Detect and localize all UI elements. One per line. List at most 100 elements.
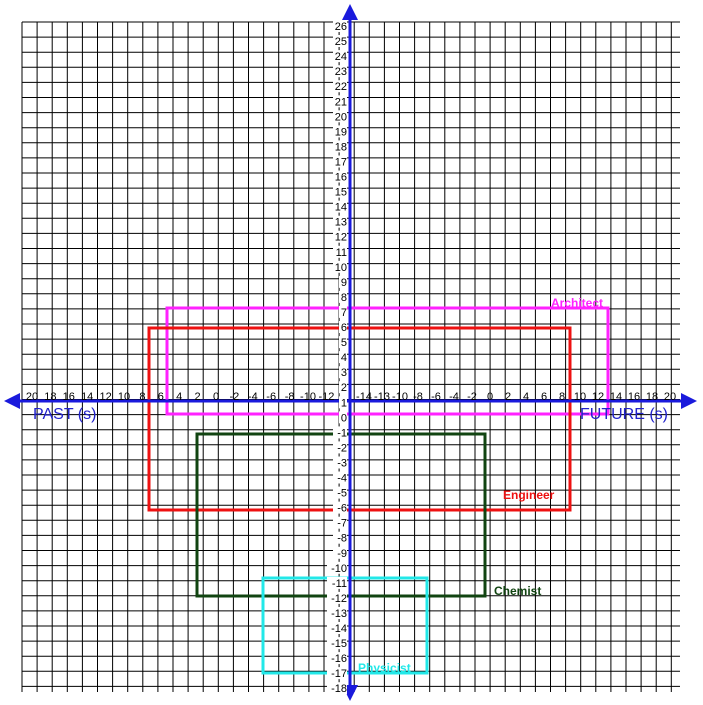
y-tick-label-bg: [333, 155, 347, 168]
x-tick-label: 8: [139, 391, 145, 403]
y-tick-label-bg: [339, 396, 347, 409]
y-tick-label: 14: [335, 202, 347, 214]
x-tick-label: -8: [413, 391, 423, 403]
y-tick-label-bg: [339, 411, 347, 424]
y-tick-label-bg: [327, 637, 347, 650]
y-tick-label: 5: [341, 337, 347, 349]
y-tick-label: 18: [335, 141, 347, 153]
y-tick-label-bg: [333, 200, 347, 213]
x-axis-right-arrow: [681, 393, 697, 409]
x-tick-label: -8: [285, 391, 295, 403]
y-tick-label: 9: [341, 277, 347, 289]
y-tick-label: -11: [332, 578, 347, 590]
y-tick-label-bg: [333, 501, 347, 514]
y-tick-label: -4: [337, 473, 347, 485]
y-tick-label-bg: [339, 351, 347, 364]
y-tick-label: 24: [335, 51, 347, 63]
x-tick-label: -13: [374, 391, 390, 403]
y-tick-label-bg: [339, 275, 347, 288]
y-tick-label: -13: [331, 608, 347, 620]
engineer-region: [147, 326, 572, 512]
x-tick-label: -4: [248, 391, 258, 403]
y-tick-label: 25: [335, 36, 347, 48]
x-tick-label: 0: [487, 391, 493, 403]
y-tick-label: -15: [331, 638, 347, 650]
y-tick-label: -16: [331, 653, 347, 665]
y-tick-label-bg: [339, 381, 347, 394]
x-tick-label: -4: [449, 391, 459, 403]
x-tick-label: 12: [99, 391, 111, 403]
y-tick-label-bg: [333, 20, 347, 32]
y-tick-label: 15: [335, 187, 347, 199]
y-tick-label: -2: [337, 442, 347, 454]
y-tick-label: 22: [335, 81, 347, 93]
y-tick-label: 3: [341, 367, 347, 379]
y-tick-label-bg: [339, 336, 347, 349]
y-tick-label: -5: [337, 488, 347, 500]
x-tick-label: 4: [176, 391, 182, 403]
x-tick-label: 14: [610, 391, 622, 403]
y-tick-label-bg: [333, 546, 347, 559]
y-tick-label: 26: [335, 21, 347, 33]
y-tick-label-bg: [327, 576, 347, 589]
y-tick-label-bg: [339, 305, 347, 318]
y-tick-label: 19: [335, 126, 347, 138]
x-tick-label: 10: [574, 391, 586, 403]
x-tick-label: 6: [541, 391, 547, 403]
y-tick-label-bg: [339, 290, 347, 303]
x-tick-label: 16: [63, 391, 75, 403]
y-tick-label: -1: [337, 427, 347, 439]
y-tick-label: 6: [341, 322, 347, 334]
x-tick-label: 12: [592, 391, 604, 403]
x-tick-label: 0: [213, 391, 219, 403]
x-tick-label: -6: [431, 391, 441, 403]
x-tick-label: -12: [318, 391, 334, 403]
x-tick-label: -14: [356, 391, 372, 403]
y-tick-label-bg: [333, 531, 347, 544]
y-tick-label: 0: [341, 412, 347, 424]
y-tick-label-bg: [333, 50, 347, 63]
engineer-label: Engineer: [503, 488, 555, 502]
x-tick-label: 2: [505, 391, 511, 403]
y-tick-label-bg: [333, 230, 347, 243]
y-tick-label-bg: [333, 125, 347, 138]
y-tick-label: 1: [341, 397, 347, 409]
y-tick-label-bg: [333, 486, 347, 499]
x-tick-label: 10: [118, 391, 130, 403]
y-tick-label: 12: [335, 232, 347, 244]
y-tick-label: -10: [331, 563, 347, 575]
y-axis-tick-labels: 2625242322212019181716151413121110987654…: [327, 20, 347, 695]
y-tick-label-bg: [333, 471, 347, 484]
y-tick-label-bg: [327, 607, 347, 619]
x-tick-label: 18: [44, 391, 56, 403]
y-axis-top-arrow: [342, 4, 358, 20]
x-tick-label: 2: [195, 391, 201, 403]
y-tick-label-bg: [333, 35, 347, 47]
x-tick-label: 16: [628, 391, 640, 403]
y-tick-label-bg: [333, 426, 347, 439]
physicist-label: Physicist: [358, 661, 411, 675]
y-tick-label-bg: [327, 682, 347, 695]
y-tick-label-bg: [339, 321, 347, 333]
axes: [4, 4, 697, 701]
y-tick-label: -18: [331, 683, 347, 695]
y-tick-label-bg: [333, 245, 347, 258]
chemist-label: Chemist: [494, 584, 541, 598]
y-tick-label: 2: [341, 382, 347, 394]
x-tick-label: -10: [300, 391, 316, 403]
y-tick-label: 13: [335, 217, 347, 229]
x-tick-label: 14: [81, 391, 93, 403]
y-tick-label-bg: [327, 561, 347, 574]
y-tick-label-bg: [327, 667, 347, 680]
y-tick-label: 16: [335, 172, 347, 184]
architect-label: Architect: [551, 296, 603, 310]
y-tick-label: -12: [331, 593, 347, 605]
y-tick-label-bg: [333, 140, 347, 153]
y-tick-label: 21: [335, 96, 347, 108]
y-tick-label-bg: [333, 80, 347, 93]
x-tick-label: -2: [230, 391, 240, 403]
y-tick-label: 20: [335, 111, 347, 123]
y-tick-label: -8: [337, 533, 347, 545]
